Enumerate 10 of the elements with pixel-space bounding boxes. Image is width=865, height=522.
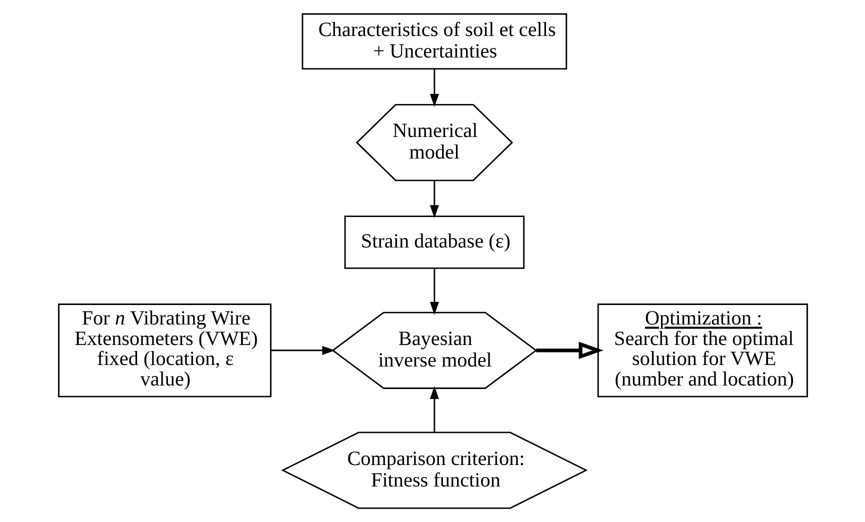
node-box: Optimization : Search for the optimal solution for VWE (number and location) — [596, 304, 808, 398]
arrow — [536, 342, 603, 359]
arrow — [429, 69, 438, 107]
node-box: For n Vibrating Wire Extensometers (VWE) fixed (location, ε value) — [58, 304, 271, 398]
node-box: Characteristics of soil et cells + Uncertainties — [301, 13, 567, 70]
arrow — [429, 180, 438, 218]
arrow — [270, 346, 335, 355]
arrow — [429, 268, 438, 315]
arrow — [429, 386, 438, 432]
node-box: Strain database (ε) — [344, 216, 524, 269]
